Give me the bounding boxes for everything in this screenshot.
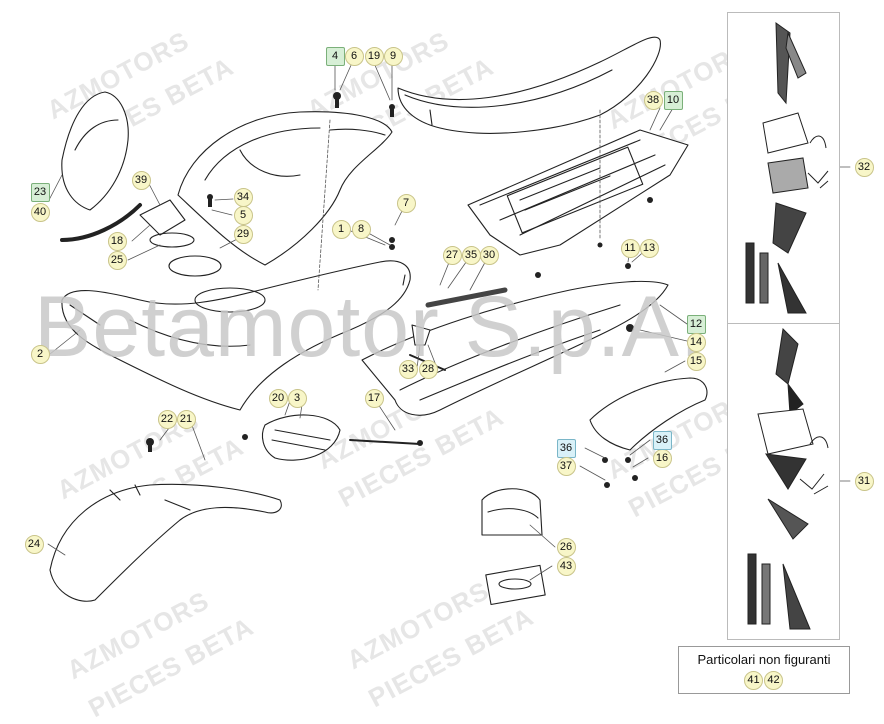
callout-label[interactable]: 38 (643, 90, 663, 110)
callout-label[interactable]: 7 (396, 193, 416, 213)
callout-label[interactable]: 8 (351, 219, 371, 239)
callout-label[interactable]: 9 (383, 46, 403, 66)
non-figured-parts-title: Particolari non figuranti (697, 652, 831, 667)
callout-label[interactable]: 37 (556, 456, 576, 476)
callout-label[interactable]: 26 (556, 537, 576, 557)
callout-label[interactable]: 14 (686, 332, 706, 352)
decal-kit-panel-upper (727, 12, 840, 324)
exploded-parts-diagram: AZMOTORS PIECES BETA AZMOTORS PIECES BET… (24, 12, 874, 723)
callout-label[interactable]: 20 (268, 388, 288, 408)
callout-label[interactable]: 23 (30, 182, 50, 202)
decal-kit-panel-lower (727, 323, 840, 640)
callout-label[interactable]: 19 (364, 46, 384, 66)
callout-label[interactable]: 36 (652, 430, 672, 450)
callout-label[interactable]: 17 (364, 388, 384, 408)
rear-flap-part (589, 377, 708, 451)
tank-body-part (61, 260, 411, 411)
parts-drawing (47, 36, 851, 606)
callout-label[interactable]: 6 (344, 46, 364, 66)
callout-label[interactable]: 40 (30, 202, 50, 222)
callout-label[interactable]: 22 (157, 409, 177, 429)
callout-label[interactable]: 3 (287, 388, 307, 408)
callout-label[interactable]: 41 (744, 671, 763, 690)
callout-label[interactable]: 13 (639, 238, 659, 258)
side-panel-part (361, 280, 669, 416)
callout-label[interactable]: 30 (479, 245, 499, 265)
callout-label[interactable]: 21 (176, 409, 196, 429)
tank-cover-part (177, 111, 393, 266)
callout-label[interactable]: 10 (663, 90, 683, 110)
callout-label[interactable]: 28 (418, 359, 438, 379)
callout-label[interactable]: 18 (107, 231, 127, 251)
mudflap-part (261, 414, 341, 461)
callout-label[interactable]: 29 (233, 224, 253, 244)
airbox-part (467, 129, 689, 256)
headlight-mask-part (61, 91, 129, 211)
callout-label[interactable]: 36 (556, 438, 576, 458)
callout-label[interactable]: 39 (131, 170, 151, 190)
callout-label[interactable]: 16 (652, 448, 672, 468)
callout-label[interactable]: 24 (24, 534, 44, 554)
callout-label[interactable]: 25 (107, 250, 127, 270)
callout-label[interactable]: 11 (620, 238, 640, 258)
callout-label[interactable]: 1 (331, 219, 351, 239)
callout-label[interactable]: 4 (325, 46, 345, 66)
callout-label[interactable]: 2 (30, 344, 50, 364)
callout-label[interactable]: 42 (764, 671, 783, 690)
callout-label[interactable]: 34 (233, 187, 253, 207)
callout-label[interactable]: 27 (442, 245, 462, 265)
callout-label[interactable]: 12 (686, 314, 706, 334)
callout-label[interactable]: 32 (854, 157, 874, 177)
callout-label[interactable]: 43 (556, 556, 576, 576)
front-fender-part (49, 483, 282, 602)
manual-part (481, 488, 543, 536)
callout-label[interactable]: 35 (461, 245, 481, 265)
callout-label[interactable]: 15 (686, 351, 706, 371)
callout-label[interactable]: 5 (233, 205, 253, 225)
callout-label[interactable]: 31 (854, 471, 874, 491)
callout-label[interactable]: 33 (398, 359, 418, 379)
seat-part (397, 36, 661, 134)
